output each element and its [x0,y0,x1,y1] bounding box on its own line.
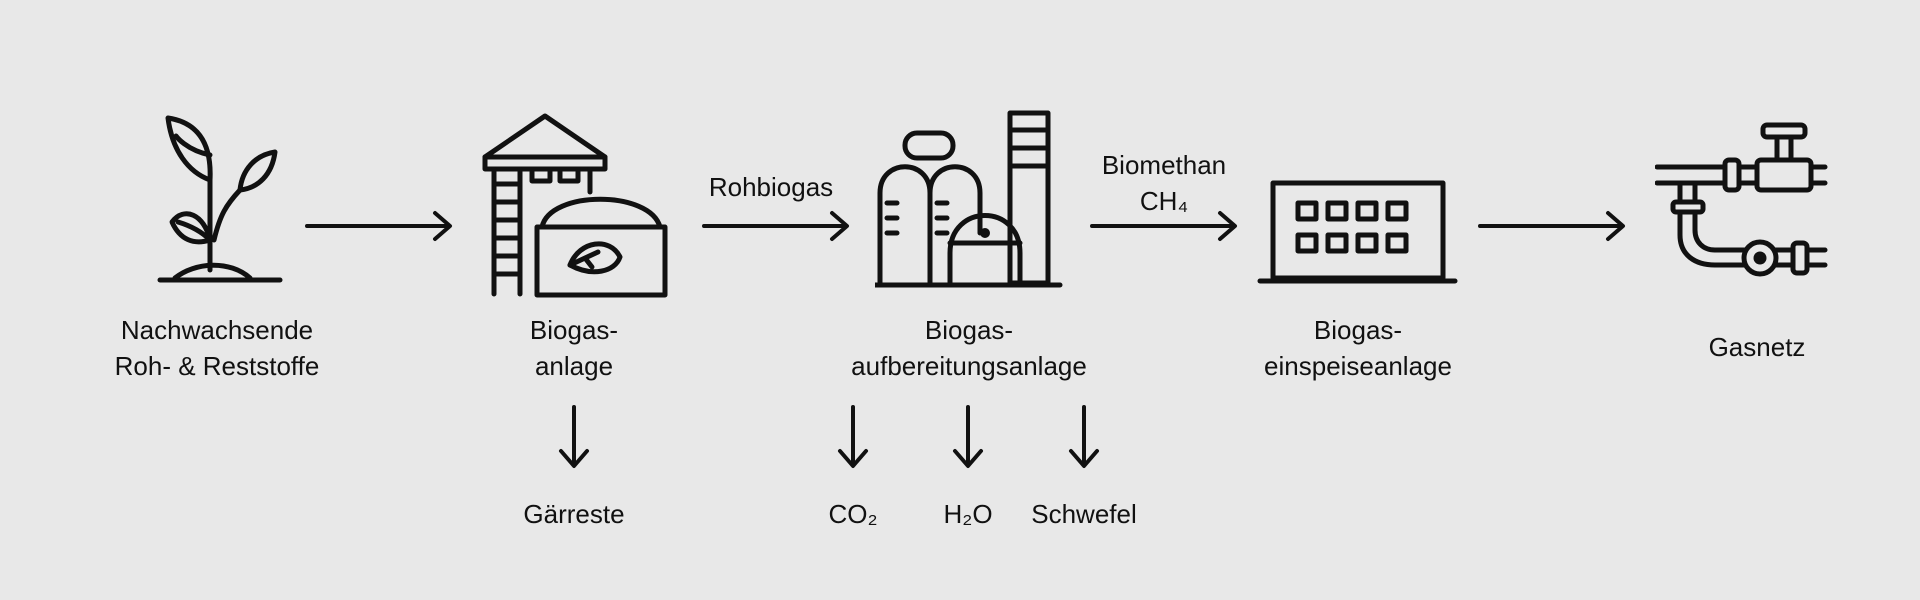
flow-arrow-2 [702,211,849,241]
gas-upgrading-plant-icon [875,110,1063,288]
stage-label-upgrading-plant: Biogas- aufbereitungsanlage [851,315,1087,381]
byproduct-label-schwefel: Schwefel [1031,499,1137,529]
byproduct-arrow-gaerreste [559,405,589,468]
flow-arrow-1 [305,211,452,241]
byproduct-arrow-h2o [953,405,983,468]
flow-arrow-3 [1090,211,1237,241]
flow-label-biomethan: Biomethan CH₄ [1101,150,1227,216]
stage-label-renewable-feedstock: Nachwachsende Roh- & Reststoffe [114,315,320,381]
byproduct-arrow-schwefel [1069,405,1099,468]
stage-label-injection-station: Biogas- einspeiseanlage [1264,315,1452,381]
stage-label-gas-grid: Gasnetz [1708,332,1806,362]
byproduct-arrow-co2 [838,405,868,468]
stage-label-biogas-plant: Biogas- anlage [529,315,619,381]
flow-arrow-4 [1478,211,1625,241]
gas-pipeline-icon [1655,122,1828,277]
biogas-plant-icon [482,113,668,298]
byproduct-label-gaerreste: Gärreste [523,499,625,529]
byproduct-label-h2o: H₂O [943,499,993,529]
injection-station-icon [1257,180,1458,284]
byproduct-label-co2: CO₂ [828,499,878,529]
plant-icon [157,115,283,283]
flow-label-rohbiogas: Rohbiogas [708,172,834,202]
